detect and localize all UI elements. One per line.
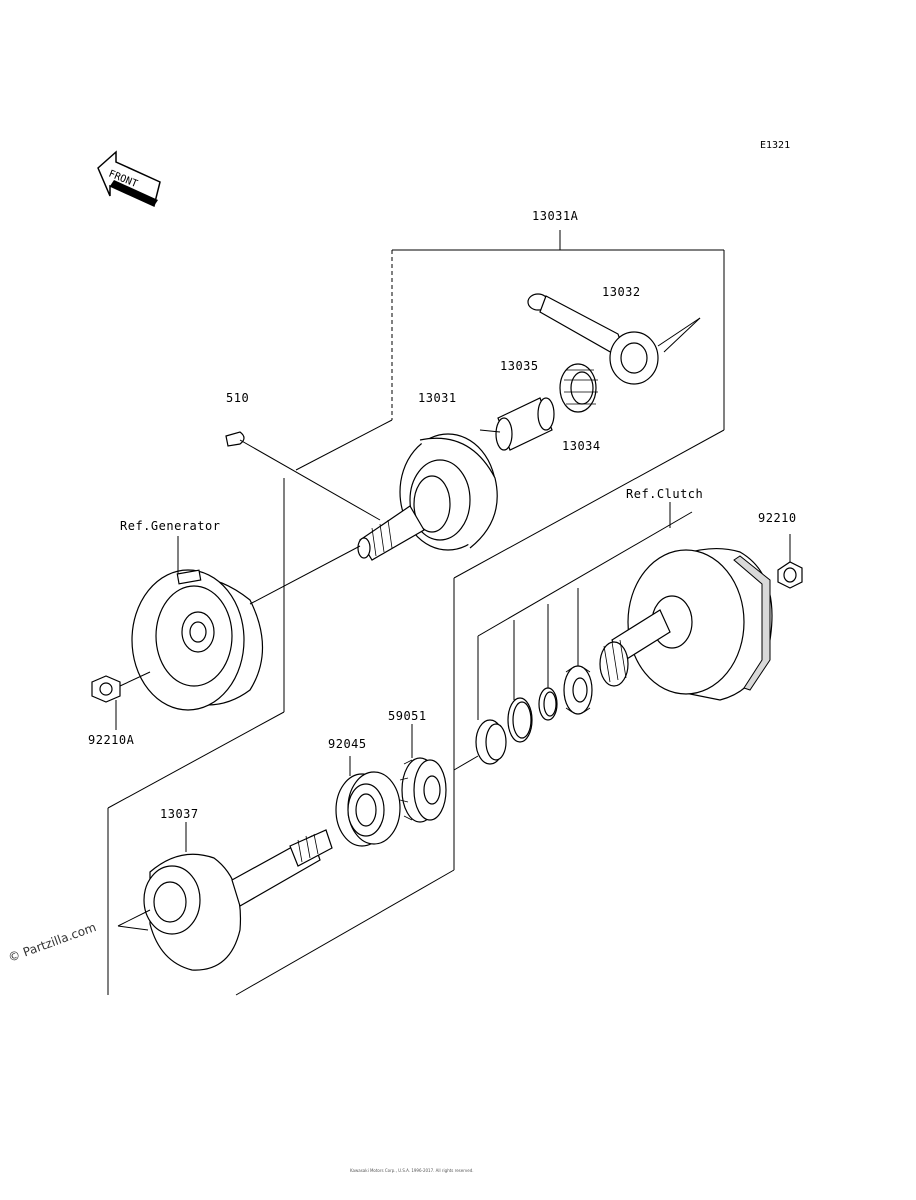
- frame-left: [107, 478, 285, 995]
- callout-13032: 13032: [602, 285, 641, 299]
- generator-rotor: [131, 536, 361, 711]
- ball-bearing-92045: [335, 756, 401, 847]
- front-arrow-icon: FRONT: [97, 150, 161, 208]
- woodruff-key-510: [225, 431, 381, 521]
- callout-13031A: 13031A: [532, 209, 579, 223]
- nut-92210: [777, 534, 803, 589]
- callout-13035: 13035: [500, 359, 539, 373]
- gear-59051: [399, 724, 447, 823]
- nut-92210A: [91, 671, 151, 730]
- crank-pin-13035: [479, 397, 555, 451]
- callout-13031: 13031: [418, 391, 457, 405]
- crank-half-13037: [117, 822, 333, 971]
- callout-ref-generator: Ref.Generator: [120, 519, 220, 533]
- crank-half-13031: [357, 433, 498, 561]
- circlip: [507, 697, 533, 743]
- connecting-rod-13032: [527, 293, 701, 385]
- callout-59051: 59051: [388, 709, 427, 723]
- assembly-bracket-13031A: [235, 230, 725, 996]
- gear-clutch-side: [563, 665, 593, 715]
- watermark: © Partzilla.com: [6, 920, 98, 965]
- callout-13037: 13037: [160, 807, 199, 821]
- clutch-bracket: [477, 502, 693, 720]
- needle-bearing-13034: [559, 363, 598, 413]
- clutch-housing: [599, 547, 773, 701]
- footer-copyright: Kawasaki Motors Corp., U.S.A. 1996-2017.…: [350, 1168, 474, 1173]
- diagram-code: E1321: [760, 140, 790, 151]
- ring-washer: [538, 687, 558, 721]
- callout-510: 510: [226, 391, 249, 405]
- callout-92210A: 92210A: [88, 733, 135, 747]
- collar: [453, 719, 507, 771]
- callout-92210: 92210: [758, 511, 797, 525]
- callout-92045: 92045: [328, 737, 367, 751]
- callout-ref-clutch: Ref.Clutch: [626, 487, 703, 501]
- callout-13034: 13034: [562, 439, 601, 453]
